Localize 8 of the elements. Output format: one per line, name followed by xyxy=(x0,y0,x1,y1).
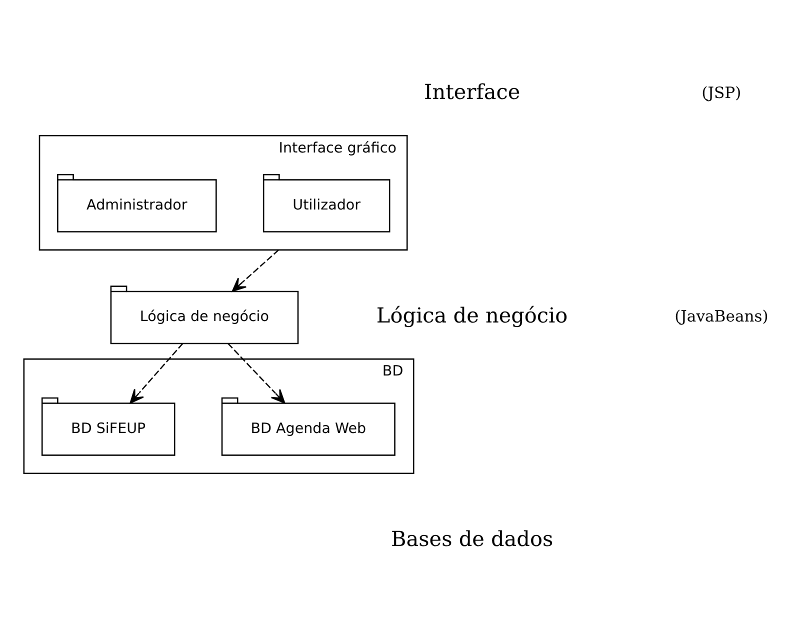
label: Interface xyxy=(424,80,520,104)
arrow xyxy=(130,343,184,404)
arrow xyxy=(228,343,286,404)
arrow xyxy=(232,249,280,292)
label: (JSP) xyxy=(702,84,742,102)
label: Lógica de negócio xyxy=(376,303,568,328)
label: (JavaBeans) xyxy=(674,308,768,326)
label: Bases de dados xyxy=(390,526,554,551)
